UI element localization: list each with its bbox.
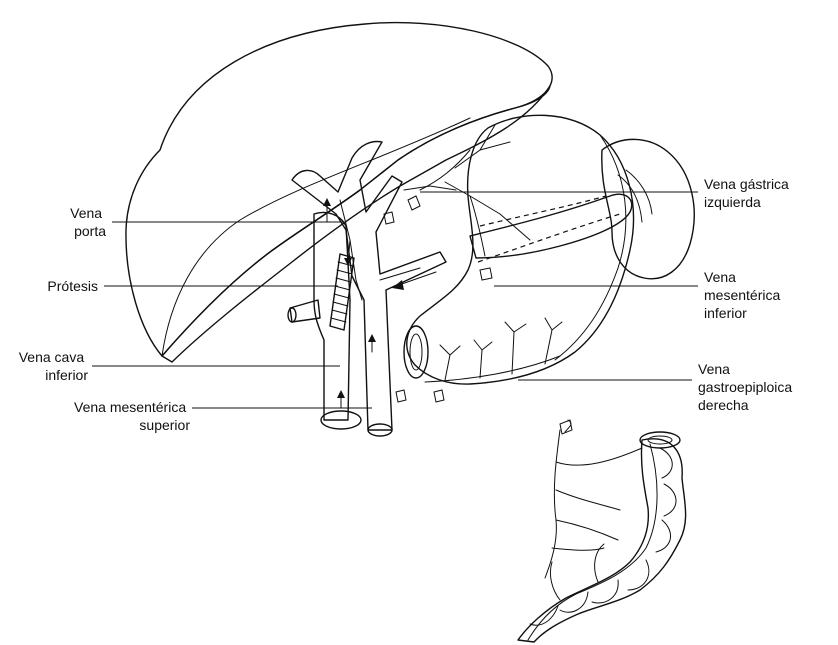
ligated-vessel-clip-2 xyxy=(384,212,394,224)
portal-vein-lumen xyxy=(340,200,362,300)
colon-mesenteric-vessels xyxy=(545,420,642,578)
arrow-portal-up-head xyxy=(323,198,331,206)
label-vena-gastrica-izquierda: Vena gástrica izquierda xyxy=(704,176,793,210)
spleen-hilum xyxy=(618,170,652,222)
ligated-vessel-clip-3 xyxy=(480,268,492,280)
arrow-splenic-left-head xyxy=(392,280,404,290)
colon xyxy=(518,420,686,642)
ligated-vessel-clip-1 xyxy=(408,196,420,210)
label-protesis: Prótesis xyxy=(47,278,98,294)
portal-system xyxy=(288,142,492,436)
stomach-body xyxy=(407,115,634,384)
label-vena-mesenterica-superior: Vena mesentérica superior xyxy=(74,399,190,433)
spleen xyxy=(602,139,694,278)
colon-haustra xyxy=(530,448,676,625)
pylorus-lumen xyxy=(410,334,422,370)
label-vena-cava-inferior: Vena cava inferior xyxy=(19,349,89,383)
spleen-body xyxy=(602,139,694,278)
prosthesis-graft xyxy=(330,254,354,330)
ligated-vessel-clip-5 xyxy=(434,390,444,402)
labels: Vena porta Prótesis Vena cava inferior V… xyxy=(19,176,796,433)
ligated-vessel-clip-4 xyxy=(396,390,406,402)
liver-lower-surface xyxy=(162,86,550,362)
stomach xyxy=(404,115,633,384)
colon-outer-tube xyxy=(518,439,686,642)
leader-lines xyxy=(92,192,698,408)
label-vena-gastroepiploica-derecha: Vena gastroepiploica derecha xyxy=(698,361,796,413)
gastroepiploic-branches xyxy=(425,318,562,382)
arrow-ivc-up-head xyxy=(337,390,345,398)
label-vena-porta: Vena porta xyxy=(70,205,106,239)
imv-clip xyxy=(560,420,572,434)
stomach-greater-curvature xyxy=(555,135,626,360)
ivc-side-stub xyxy=(290,300,320,322)
label-vena-mesenterica-inferior: Vena mesentérica inferior xyxy=(704,269,784,321)
arrow-smv-up-head xyxy=(368,334,376,342)
